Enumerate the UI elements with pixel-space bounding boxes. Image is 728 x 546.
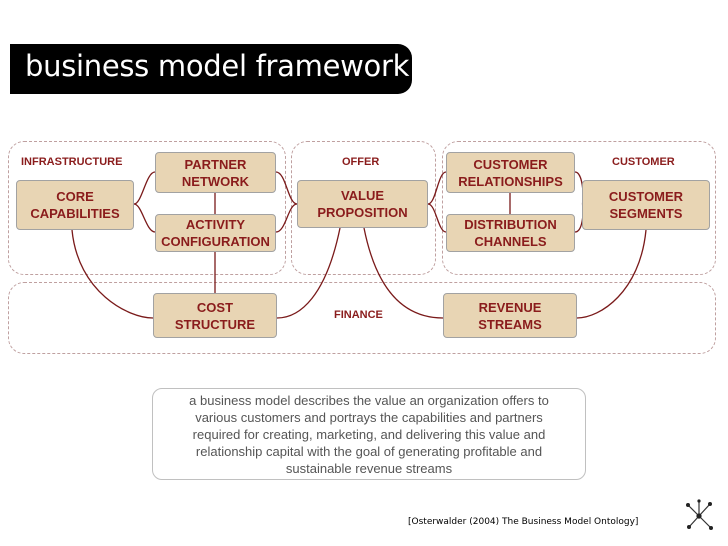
finance-group (8, 282, 716, 354)
distribution-channels-block: DISTRIBUTION CHANNELS (446, 214, 575, 252)
connector-partner-value (275, 171, 298, 205)
definition-text: a business model describes the value an … (152, 388, 586, 480)
connector-core-partner (133, 171, 156, 205)
partner-network-block: PARTNER NETWORK (155, 152, 276, 193)
connector-activity-value (275, 203, 298, 233)
connector-value-revenue (363, 227, 444, 319)
connector-core-cost (71, 229, 154, 319)
connector-value-relationships (427, 171, 447, 205)
core-capabilities-block: CORE CAPABILITIES (16, 180, 134, 230)
infrastructure-group (8, 141, 286, 275)
cost-structure-block: COST STRUCTURE (153, 293, 277, 338)
title-bar (10, 44, 412, 94)
infrastructure-label: INFRASTRUCTURE (21, 156, 123, 168)
customer-segments-block: CUSTOMER SEGMENTS (582, 180, 710, 230)
page-title: business model framework (25, 49, 410, 83)
revenue-streams-block: REVENUE STREAMS (443, 293, 577, 338)
connector-segments-revenue (576, 229, 647, 319)
customer-label: CUSTOMER (612, 156, 675, 168)
offer-label: OFFER (342, 156, 380, 168)
customer-group (442, 141, 716, 275)
network-logo-icon (686, 499, 713, 530)
connector-value-channels (427, 203, 447, 233)
connector-value-cost (276, 227, 341, 319)
finance-label: FINANCE (334, 309, 383, 321)
connector-core-activity (133, 203, 156, 233)
activity-configuration-block: ACTIVITY CONFIGURATION (155, 214, 276, 252)
citation: [Osterwalder (2004) The Business Model O… (408, 517, 639, 527)
value-proposition-block: VALUE PROPOSITION (297, 180, 428, 228)
customer-relationships-block: CUSTOMER RELATIONSHIPS (446, 152, 575, 193)
